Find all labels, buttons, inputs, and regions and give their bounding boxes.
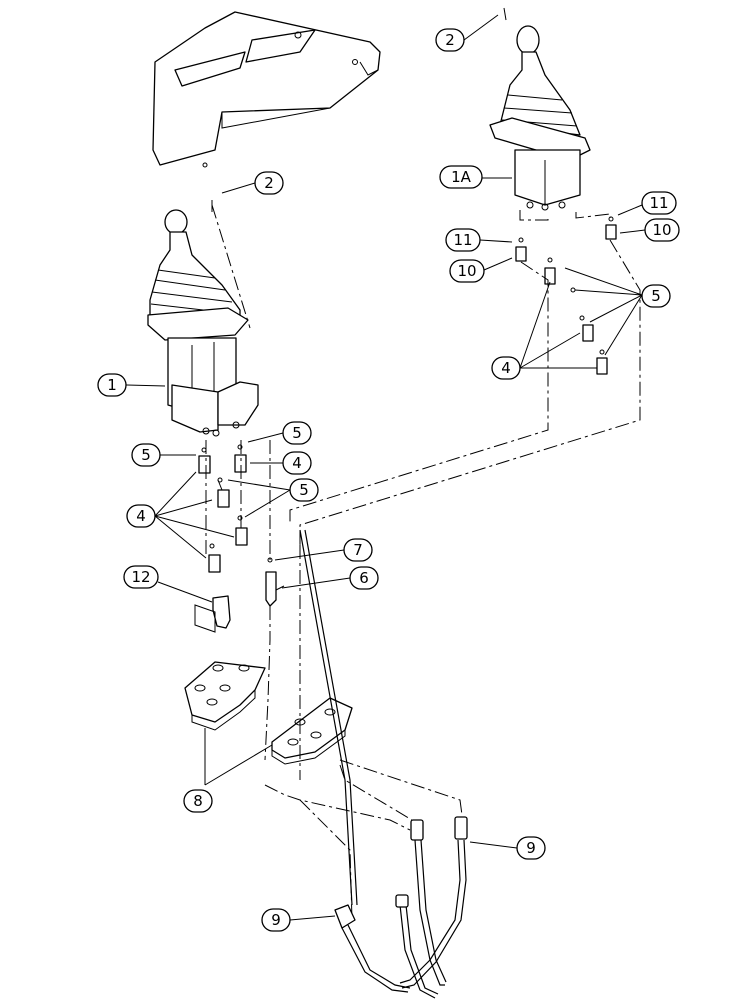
callout-7: 7 <box>343 538 373 562</box>
callout-12-label: 12 <box>131 568 150 586</box>
fittings-right <box>515 216 617 375</box>
joystick-right <box>489 25 591 211</box>
callout-4-b: 4 <box>126 504 156 528</box>
console-cover <box>152 11 381 168</box>
callout-9-right: 9 <box>516 836 546 860</box>
callout-2-cover-label: 2 <box>264 174 274 192</box>
callout-12: 12 <box>123 565 159 589</box>
callout-5-right-label: 5 <box>651 287 661 305</box>
hoses <box>299 529 468 999</box>
callout-2-top: 2 <box>435 28 465 52</box>
callout-10-left: 10 <box>449 259 485 283</box>
callout-5-a-label: 5 <box>292 424 302 442</box>
callout-4-b-label: 4 <box>136 507 146 525</box>
callout-4-right-label: 4 <box>501 359 511 377</box>
callout-4-a-label: 4 <box>292 454 302 472</box>
leader-lines <box>125 14 646 921</box>
callout-2-cover: 2 <box>254 171 284 195</box>
callout-5-a: 5 <box>282 421 312 445</box>
callout-9-left: 9 <box>261 908 291 932</box>
callout-10-right-label: 10 <box>652 221 671 239</box>
callout-5-right: 5 <box>641 284 671 308</box>
callout-4-a: 4 <box>282 451 312 475</box>
callout-5-b: 5 <box>131 443 161 467</box>
callout-1-label: 1 <box>107 376 117 394</box>
callout-5-c-label: 5 <box>299 481 309 499</box>
callout-6: 6 <box>349 566 379 590</box>
mounting-plates <box>184 661 353 765</box>
callout-1a-label: 1A <box>451 168 472 186</box>
callout-9-left-label: 9 <box>271 911 281 929</box>
callout-11-left: 11 <box>445 228 481 252</box>
callout-5-b-label: 5 <box>141 446 151 464</box>
callout-10-right: 10 <box>644 218 680 242</box>
callout-4-right: 4 <box>491 356 521 380</box>
callout-2-top-label: 2 <box>445 31 455 49</box>
callout-1a: 1A <box>439 165 483 189</box>
callout-7-label: 7 <box>353 541 363 559</box>
callout-11-right-label: 11 <box>649 194 668 212</box>
callout-11-right: 11 <box>641 191 677 215</box>
callout-9-right-label: 9 <box>526 839 536 857</box>
callout-6-label: 6 <box>359 569 369 587</box>
assembly-lines <box>205 7 641 921</box>
callout-8-label: 8 <box>193 792 203 810</box>
callout-1: 1 <box>97 373 127 397</box>
fittings-left <box>194 444 285 633</box>
joystick-left <box>147 209 259 437</box>
callout-10-left-label: 10 <box>457 262 476 280</box>
callout-11-left-label: 11 <box>453 231 472 249</box>
callout-5-c: 5 <box>289 478 319 502</box>
callout-8: 8 <box>183 789 213 813</box>
